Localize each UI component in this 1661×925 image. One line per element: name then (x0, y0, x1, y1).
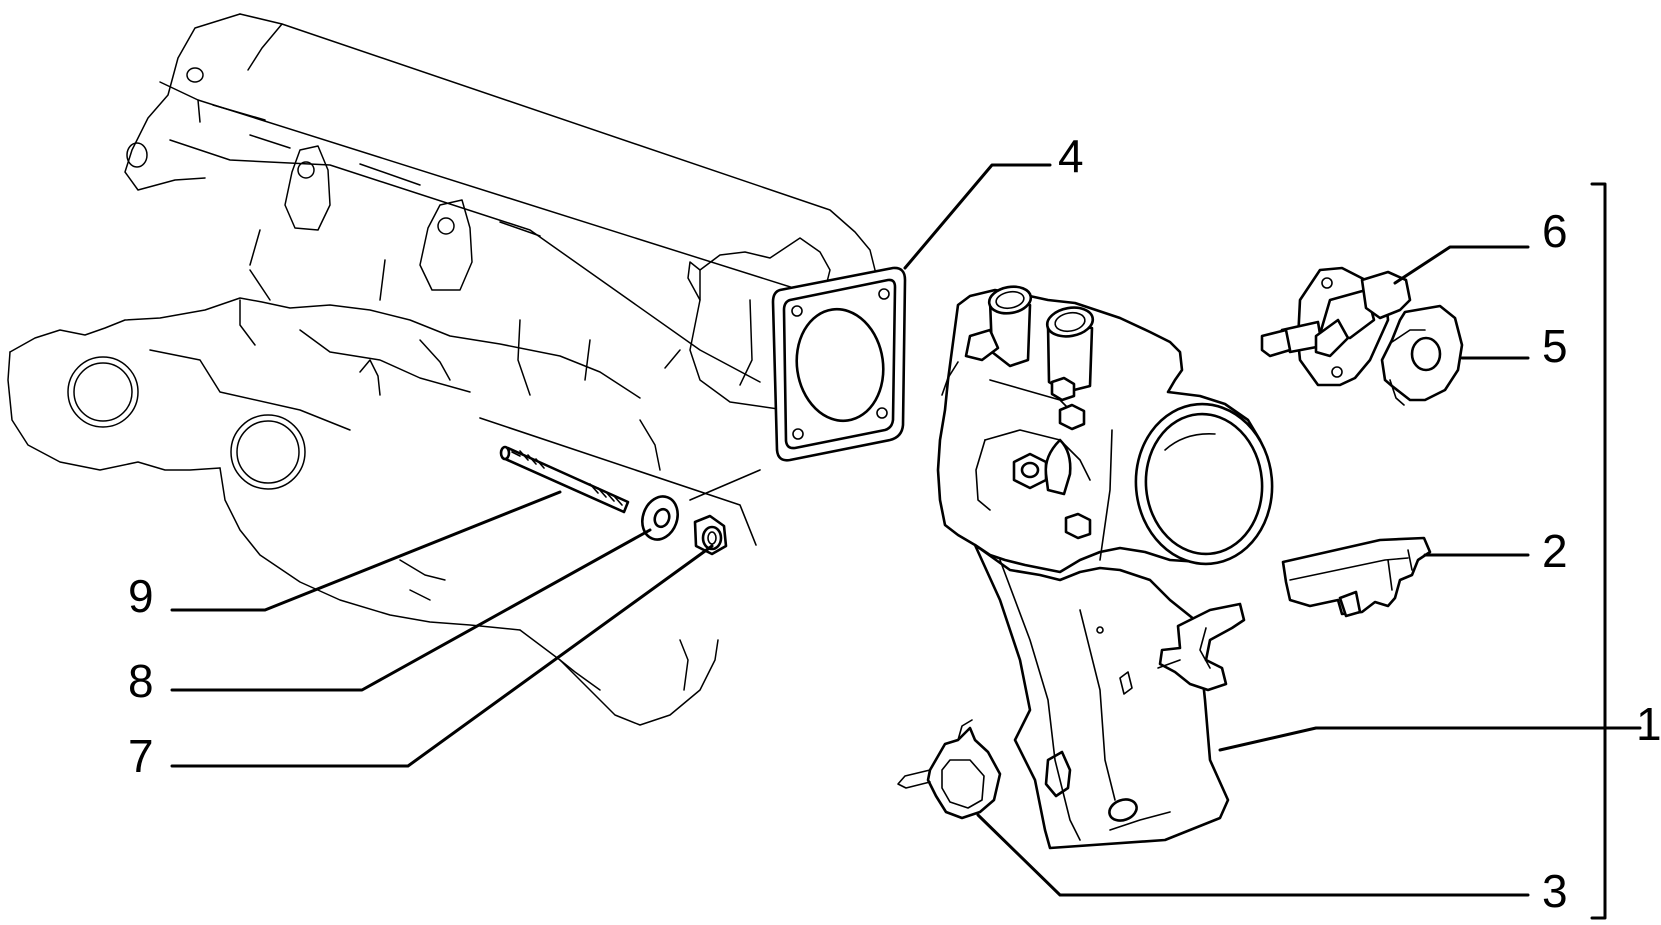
leader-7 (170, 544, 714, 768)
throttle-body-part-1 (936, 285, 1274, 850)
washer-part-8 (641, 495, 679, 541)
callout-7: 7 (128, 730, 154, 782)
callout-5: 5 (1542, 320, 1568, 372)
leader-lines (170, 163, 1642, 897)
callout-6: 6 (1542, 205, 1568, 257)
gasket-part-4 (771, 266, 907, 462)
leader-9 (170, 490, 562, 612)
leader-3 (976, 813, 1530, 897)
nut-part-7 (693, 514, 728, 556)
idle-valve-part-6 (1260, 266, 1412, 387)
leader-4 (903, 163, 1052, 270)
callout-8: 8 (128, 655, 154, 707)
callout-4: 4 (1058, 130, 1084, 182)
callout-labels: 1 2 3 4 5 6 7 8 9 (128, 130, 1661, 917)
leader-6 (1393, 245, 1530, 285)
callout-3: 3 (1542, 865, 1568, 917)
clip-part-3 (897, 719, 1002, 820)
group-bracket (1590, 182, 1607, 920)
leader-8 (170, 528, 652, 692)
callout-9: 9 (128, 570, 154, 622)
cable-clip (1157, 602, 1246, 692)
sensor-part-5 (1380, 304, 1464, 406)
callout-2: 2 (1542, 525, 1568, 577)
cable-bracket-part-2 (1281, 536, 1432, 618)
callout-1: 1 (1636, 698, 1661, 750)
stud-part-9 (499, 445, 630, 514)
leader-1 (1218, 726, 1642, 752)
